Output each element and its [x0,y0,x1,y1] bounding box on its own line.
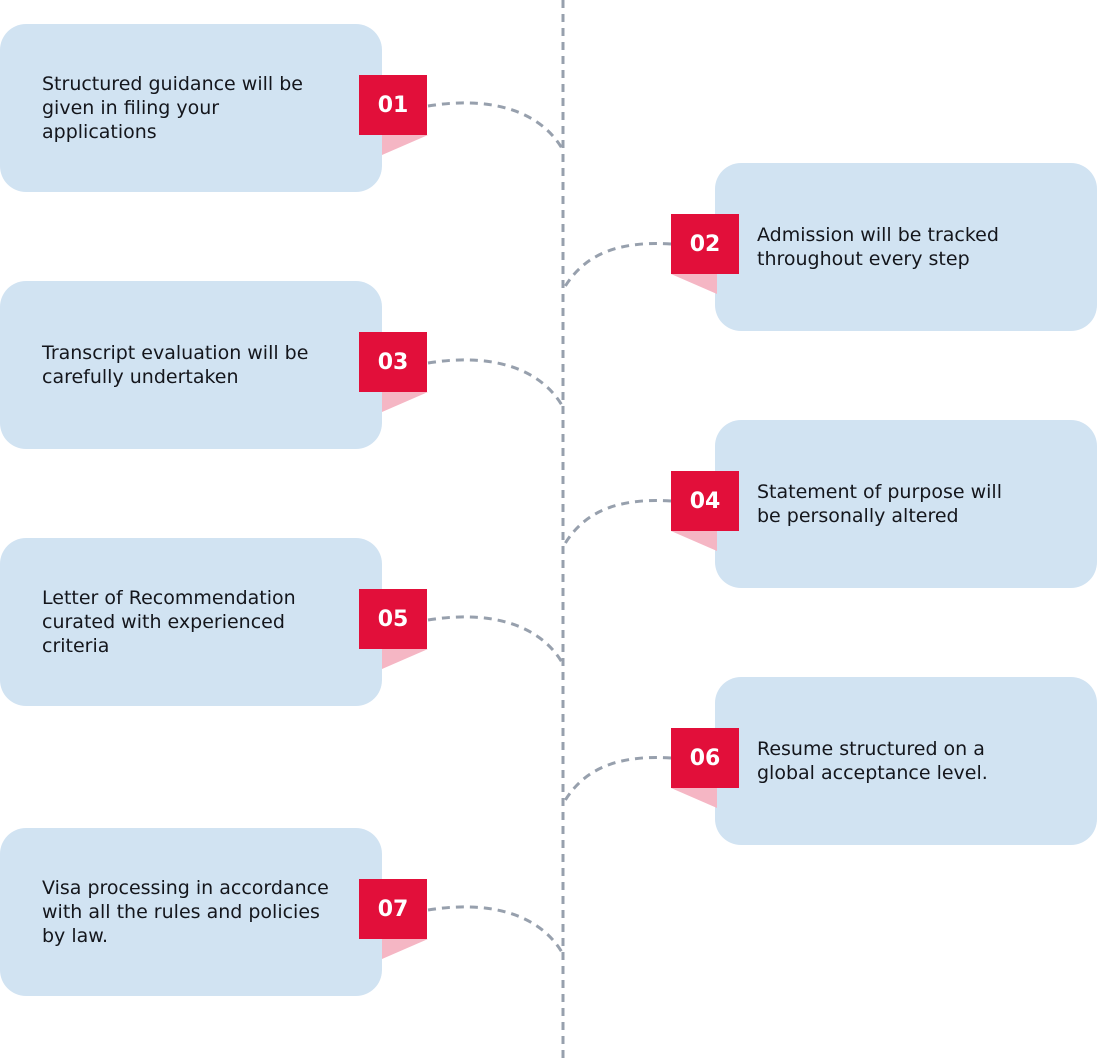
badge-fold [671,531,717,551]
step-number-badge: 06 [671,728,739,788]
badge-fold [382,135,428,155]
badge-fold [382,649,428,669]
step-card-01: Structured guidance will be given in fil… [0,24,428,192]
step-text: Transcript evaluation will be carefully … [42,342,309,388]
step-text: Structured guidance will be given in fil… [42,73,303,143]
connector-step-02 [561,241,672,291]
step-number-badge: 02 [671,214,739,274]
step-number-badge: 04 [671,471,739,531]
connector-step-05 [427,615,565,665]
step-card-05: Letter of Recommendation curated with ex… [0,538,428,706]
connector-step-07 [427,905,565,955]
step-card-03: Transcript evaluation will be carefully … [0,281,428,449]
badge-fold [382,939,428,959]
step-text: Resume structured on a global acceptance… [757,738,988,784]
step-number-badge: 01 [359,75,427,135]
step-card-06: 06 Resume structured on a global accepta… [671,677,1097,845]
step-text: Admission will be tracked throughout eve… [757,224,999,270]
badge-fold [671,788,717,808]
connector-step-04 [561,498,672,548]
step-card-07: Visa processing in accordance with all t… [0,828,428,996]
step-text: Letter of Recommendation curated with ex… [42,587,296,657]
connector-step-06 [561,755,672,805]
step-text: Statement of purpose will be personally … [757,481,1002,527]
step-number-badge: 05 [359,589,427,649]
step-card-04: 04 Statement of purpose will be personal… [671,420,1097,588]
badge-fold [382,392,428,412]
connector-step-01 [427,101,565,151]
badge-fold [671,274,717,294]
step-number-badge: 03 [359,332,427,392]
step-card-02: 02 Admission will be tracked throughout … [671,163,1097,331]
connector-step-03 [427,358,565,408]
step-number-badge: 07 [359,879,427,939]
step-text: Visa processing in accordance with all t… [42,877,329,947]
